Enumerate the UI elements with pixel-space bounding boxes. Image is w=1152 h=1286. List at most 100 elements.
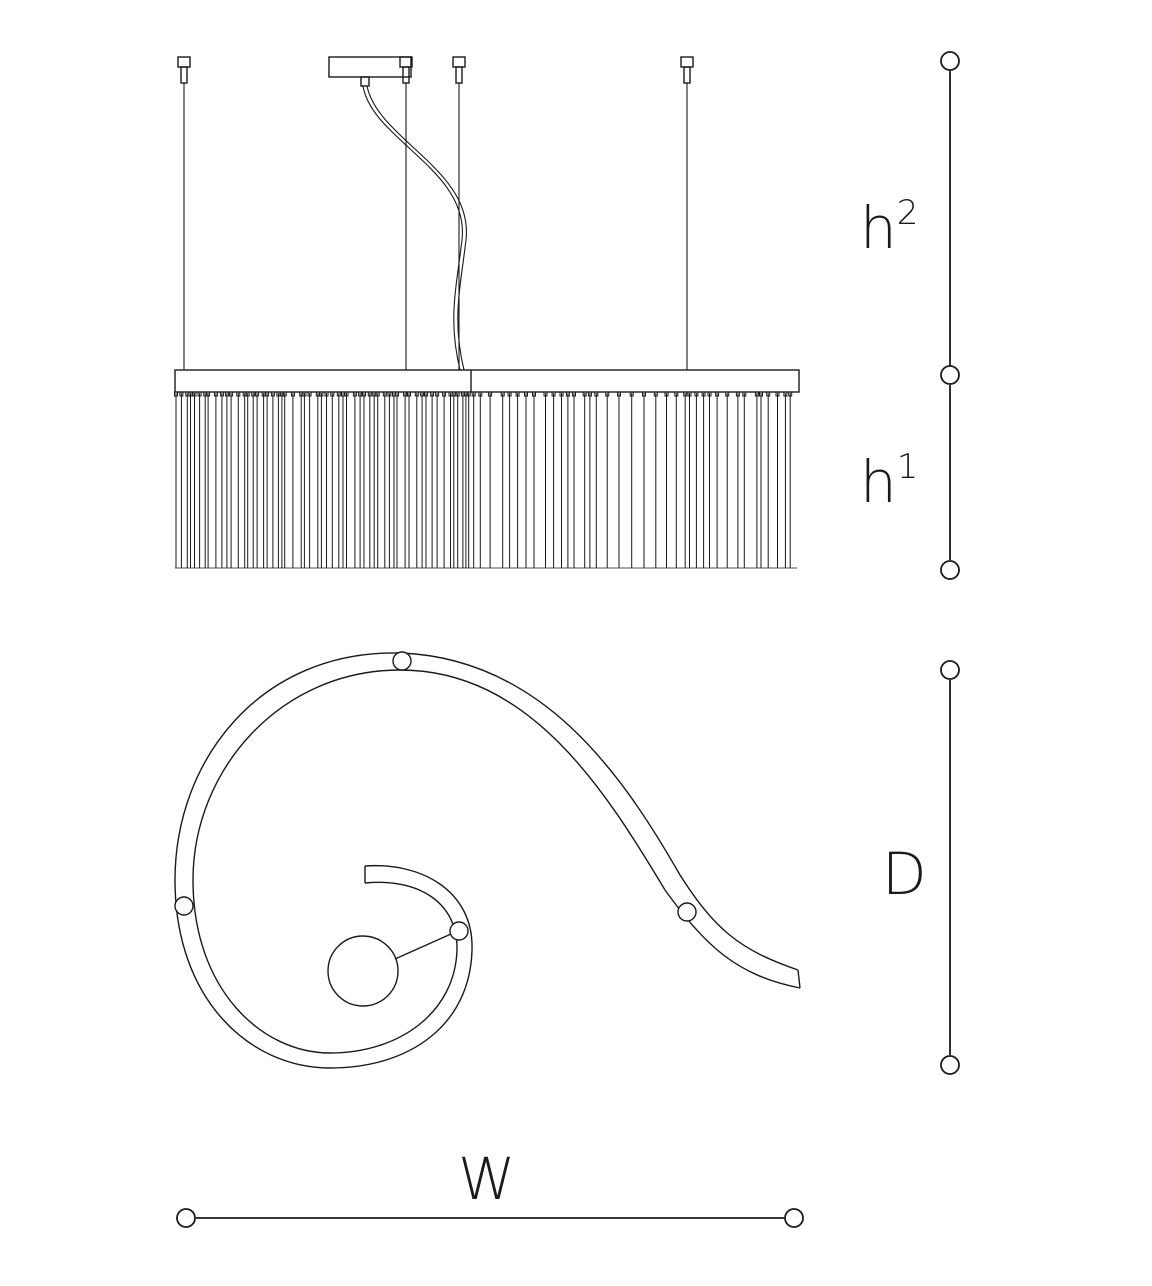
canopy-link — [394, 933, 452, 960]
rod-cap — [430, 391, 435, 397]
plan-view — [174, 651, 801, 1069]
rod-cap — [642, 391, 646, 397]
rod-cap — [488, 391, 493, 397]
rod-cap — [213, 391, 218, 397]
rod-cap — [572, 391, 576, 397]
depth-dimension-label: D — [882, 840, 927, 908]
spiral-joint — [449, 921, 469, 941]
rod-cap — [224, 391, 229, 397]
elevation-view — [174, 56, 800, 569]
spiral-joint — [392, 651, 412, 671]
rod-cap — [735, 391, 740, 397]
rod-cap — [206, 391, 211, 397]
rod-cap — [664, 391, 669, 397]
rod-cap — [290, 391, 295, 397]
spiral-joint — [677, 902, 697, 922]
dimension-lines — [176, 51, 960, 1228]
rod-cap — [395, 391, 399, 397]
h2-dimension-label: h2 — [860, 193, 919, 262]
dimension-node — [940, 51, 960, 71]
rod-cap — [358, 391, 363, 397]
rod-cap — [352, 391, 357, 397]
suspension-cables — [183, 83, 688, 370]
rod-cap — [219, 391, 224, 397]
rod-cap — [532, 391, 536, 397]
rod-cap — [466, 391, 471, 397]
rod-cap — [629, 391, 634, 397]
h1-dimension-label: h1 — [860, 447, 919, 516]
rod-cap — [344, 391, 349, 397]
rod-cap — [694, 391, 699, 397]
rod-cap — [674, 391, 679, 397]
rod-cap — [783, 391, 788, 397]
rod-cap — [587, 391, 592, 397]
rod-cap — [471, 391, 476, 397]
rod-cap — [455, 391, 460, 397]
rod-cap — [302, 391, 307, 397]
rod-cap — [725, 391, 730, 397]
rod-cap — [478, 391, 483, 397]
rod-cap — [375, 391, 380, 397]
rod-cap — [701, 391, 706, 397]
rod-cap — [229, 391, 234, 397]
canopy-plan — [327, 935, 399, 1007]
rod-cap — [282, 391, 287, 397]
rod-cap — [382, 391, 387, 397]
rod-cap — [775, 391, 780, 397]
width-dimension-label: W — [458, 1145, 516, 1213]
rod-cap — [407, 391, 411, 397]
ceiling-canopy — [328, 56, 412, 78]
rod-cap — [617, 391, 621, 397]
rod-cap — [319, 391, 324, 397]
dimension-node — [784, 1208, 804, 1228]
spiral-outer-edge — [174, 652, 799, 1069]
rod-cap — [551, 391, 556, 397]
rod-cap — [515, 391, 520, 397]
rod-cap — [524, 391, 528, 397]
rod-cap — [245, 391, 250, 397]
rod-cap — [236, 391, 241, 397]
rod-cap — [192, 391, 197, 397]
rod-cap — [255, 391, 260, 397]
dimension-node — [176, 1208, 196, 1228]
dimension-node — [940, 365, 960, 385]
rod-cap — [330, 391, 335, 397]
rod-cap — [582, 391, 587, 397]
rod-cap — [759, 391, 763, 397]
rod-cap — [179, 391, 184, 397]
rod-cap — [766, 391, 771, 397]
rod-cap — [451, 391, 456, 397]
rod-cap — [324, 391, 329, 397]
rod-cap — [559, 391, 564, 397]
rod-cap — [265, 391, 270, 397]
rod-cap — [442, 391, 447, 397]
rod-cap — [754, 391, 759, 397]
rod-cap — [605, 391, 610, 397]
rod-cap — [543, 391, 548, 397]
rod-cap — [715, 391, 720, 397]
rod-cap — [307, 391, 312, 397]
rod-cap — [197, 391, 202, 397]
mounting-bar — [174, 369, 800, 393]
power-cable — [362, 85, 467, 371]
spiral-inner-edge — [192, 669, 801, 1054]
rod-cap — [420, 391, 425, 397]
glass-rods — [174, 391, 793, 568]
rod-cap — [507, 391, 512, 397]
rod-cap — [424, 391, 428, 397]
rod-cap — [251, 391, 256, 397]
rod-cap — [788, 391, 793, 397]
rod-cap — [403, 391, 408, 397]
rod-cap — [683, 391, 688, 397]
rod-cap — [500, 391, 505, 397]
ceiling-anchors — [177, 56, 694, 87]
rod-cap — [435, 391, 440, 397]
rod-cap — [367, 391, 372, 397]
rod-cap — [707, 391, 712, 397]
rod-cap — [414, 391, 419, 397]
rod-cap — [188, 391, 193, 397]
rod-cap — [687, 391, 692, 397]
rod-cap — [387, 391, 392, 397]
dimension-node — [940, 660, 960, 680]
